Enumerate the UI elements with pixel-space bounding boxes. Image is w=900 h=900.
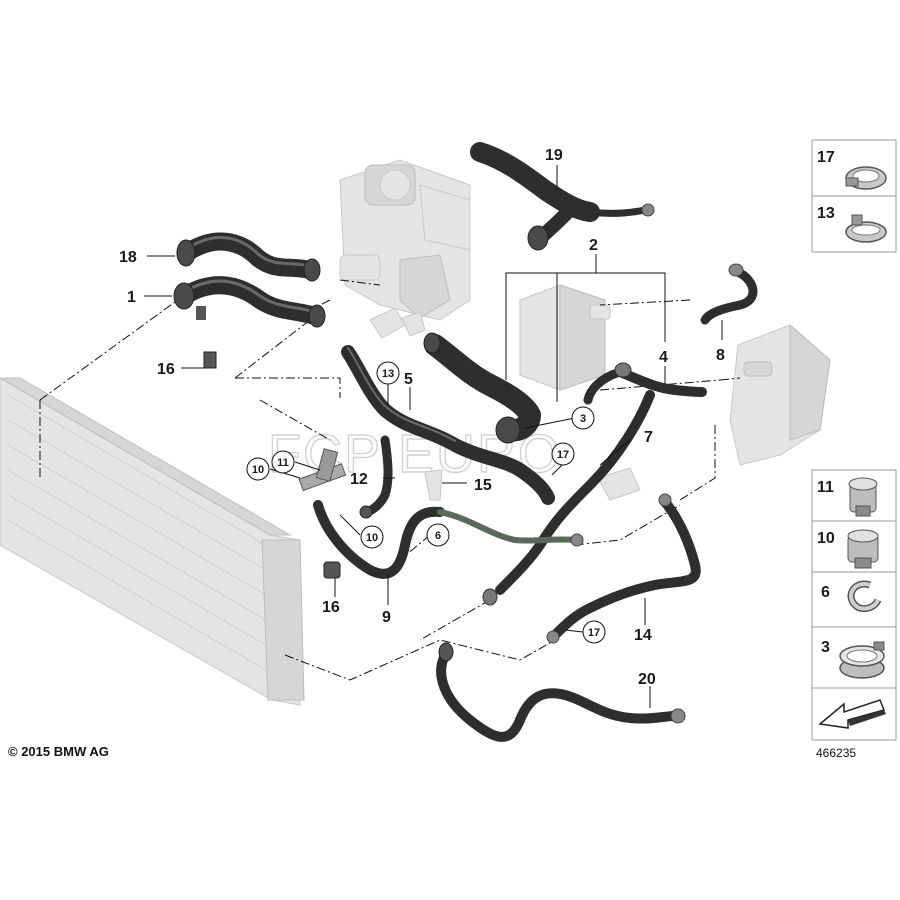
- callout-10-circled-b: 10: [360, 525, 384, 549]
- legend-item-13: 13: [817, 205, 887, 243]
- svg-text:13: 13: [817, 205, 835, 222]
- callout-11-circled: 11: [271, 450, 295, 474]
- band-clamp-icon: [845, 214, 887, 243]
- svg-text:17: 17: [557, 449, 569, 461]
- callout-20: 20: [638, 671, 656, 688]
- svg-text:17: 17: [817, 149, 835, 166]
- svg-text:11: 11: [817, 479, 834, 496]
- fittings: [203, 351, 347, 579]
- legend-item-11: 11: [817, 477, 878, 517]
- callout-3-circled: 3: [571, 406, 595, 430]
- callout-1: 1: [127, 289, 136, 306]
- hose-9: [313, 500, 445, 579]
- svg-text:10: 10: [817, 530, 835, 547]
- hose-upper-main: [423, 332, 541, 444]
- callout-13-circled: 13: [376, 361, 400, 385]
- svg-text:10: 10: [366, 532, 378, 544]
- hose-19: [470, 142, 655, 251]
- svg-text:13: 13: [382, 368, 394, 380]
- svg-text:6: 6: [435, 530, 441, 542]
- callout-7: 7: [644, 429, 653, 446]
- callout-15: 15: [474, 477, 492, 494]
- callout-16b: 16: [322, 599, 340, 616]
- legend-bottom: 11 10 6 3: [811, 469, 897, 741]
- hose-7: [482, 390, 655, 606]
- hose-18: [176, 232, 321, 282]
- svg-text:10: 10: [252, 464, 264, 476]
- legend-item-6: 6: [821, 580, 882, 613]
- svg-text:11: 11: [277, 457, 289, 469]
- svg-text:6: 6: [821, 584, 830, 601]
- clamp-ring-icon: [839, 641, 885, 679]
- svg-text:3: 3: [580, 413, 586, 425]
- callout-12: 12: [350, 471, 368, 488]
- hose-6: [437, 509, 584, 547]
- legend-item-arrow: [818, 699, 886, 729]
- copyright-text: © 2015 BMW AG: [8, 744, 109, 759]
- direction-arrow-icon: [818, 699, 886, 729]
- svg-text:3: 3: [821, 639, 830, 656]
- quick-coupling-icon: [848, 477, 878, 517]
- callout-6-circled: 6: [426, 523, 450, 547]
- hose-20: [436, 642, 686, 742]
- hose-4: [583, 362, 707, 405]
- callout-14: 14: [634, 627, 652, 644]
- svg-text:17: 17: [588, 627, 600, 639]
- callout-2: 2: [589, 237, 598, 254]
- hose-5: [341, 345, 555, 505]
- callout-4: 4: [659, 349, 668, 366]
- callout-9: 9: [382, 609, 391, 626]
- relation-lines: [39, 279, 741, 681]
- legend-item-17: 17: [817, 149, 887, 190]
- expansion-tank: [729, 323, 831, 466]
- callout-5: 5: [404, 371, 413, 388]
- callout-19: 19: [545, 147, 563, 164]
- circled-callouts: 13 3 17 10 11 10 6 17: [246, 361, 606, 644]
- hose-clamp-icon: [845, 166, 887, 190]
- callout-18: 18: [119, 249, 137, 266]
- open-clip-icon: [847, 580, 882, 613]
- thermostat-housing: [519, 284, 611, 391]
- diagram-number: 466235: [816, 746, 857, 760]
- hose-1: [173, 276, 326, 328]
- leader-lines: [144, 165, 723, 708]
- quick-coupling-large-icon: [847, 529, 879, 569]
- callout-10-circled-a: 10: [246, 457, 270, 481]
- small-bracket-parts: [369, 307, 641, 501]
- legend-item-10: 10: [817, 529, 879, 569]
- hose-8: [700, 263, 758, 325]
- callout-17-circled-b: 17: [582, 620, 606, 644]
- legend-item-3: 3: [821, 639, 885, 679]
- hose-14: [546, 493, 701, 644]
- egr-cooler-module: [339, 159, 471, 321]
- callout-labels: 18 1 16 19 2 8 4 5 7 12 15 9 16 14 20: [119, 147, 725, 688]
- legend-top: 17 13: [811, 139, 897, 253]
- hose-12: [359, 435, 393, 519]
- callout-16: 16: [157, 361, 175, 378]
- callout-8: 8: [716, 347, 725, 364]
- callout-17-circled: 17: [551, 442, 575, 466]
- radiator: [0, 377, 305, 706]
